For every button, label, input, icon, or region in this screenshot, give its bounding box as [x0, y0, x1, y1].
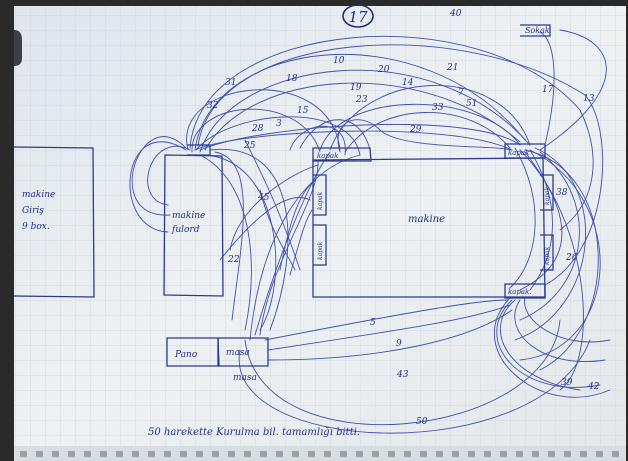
route-number-21: 21 — [446, 63, 458, 73]
route-number-45: 45 — [257, 193, 270, 203]
machine-ful-line2: fulord — [171, 225, 200, 235]
route-number-33: 33 — [432, 103, 444, 113]
kapak-top-left-label: kapak — [317, 152, 338, 160]
route-number-23: 23 — [355, 95, 368, 105]
route-number-31: 31 — [225, 78, 236, 88]
masa-label: masa — [226, 348, 250, 358]
left-machine-line1: makine — [22, 190, 55, 200]
route-number-42: 42 — [587, 382, 600, 392]
route-number-29: 29 — [409, 125, 422, 135]
kapak-side-right-lower-label: kapak — [544, 246, 551, 265]
route-number-32: 32 — [207, 101, 219, 111]
route-number-7: 7 — [458, 88, 464, 98]
footer-note: 50 harekette Kurulma bil. tamamlığı bitt… — [148, 427, 360, 438]
route-number-40: 40 — [449, 9, 462, 19]
left-machine-line2: Giriş — [22, 206, 44, 216]
route-number-19: 19 — [350, 83, 362, 93]
binder-ring-icon — [14, 30, 22, 66]
route-number-13: 13 — [583, 94, 595, 104]
top-label: Sokak — [525, 26, 550, 35]
kapak-side-left-lower-label: kapak — [317, 241, 324, 260]
kapak-bottom-right-label: kapak. — [508, 288, 532, 296]
left-machine-line3: 9 box. — [22, 222, 50, 232]
kapak-side-left-upper-label: kapak — [317, 191, 324, 210]
route-number-3: 3 — [276, 119, 282, 129]
route-number-26: 26 — [565, 253, 578, 263]
route-number-39: 39 — [561, 378, 573, 388]
route-number-10: 10 — [333, 56, 345, 66]
route-number-28: 28 — [251, 124, 264, 134]
route-number-22: 22 — [227, 255, 240, 265]
kapak-side-right-upper-label: kapak — [544, 186, 551, 205]
page-number: 17 — [348, 8, 368, 26]
route-number-5: 5 — [370, 318, 376, 328]
route-number-18: 18 — [286, 74, 298, 84]
route-number-14: 14 — [402, 78, 414, 88]
route-number-50: 50 — [416, 417, 428, 427]
route-number-15: 15 — [297, 106, 309, 116]
pano-label: Pano — [174, 350, 198, 360]
machine-main-label: makine — [408, 214, 445, 225]
route-number-38: 38 — [556, 188, 568, 198]
route-number-17: 17 — [542, 85, 554, 95]
masa-below-label: masa — [233, 373, 257, 383]
route-number-20: 20 — [377, 65, 390, 75]
route-number-25: 25 — [243, 141, 256, 151]
perforation-strip — [14, 446, 626, 461]
kapak-top-right-label: kapak — [508, 149, 529, 157]
machine-ful-line1: makine — [172, 211, 205, 221]
route-number-51: 51 — [466, 99, 477, 109]
route-number-9: 9 — [396, 339, 402, 349]
route-number-43: 43 — [396, 370, 409, 380]
